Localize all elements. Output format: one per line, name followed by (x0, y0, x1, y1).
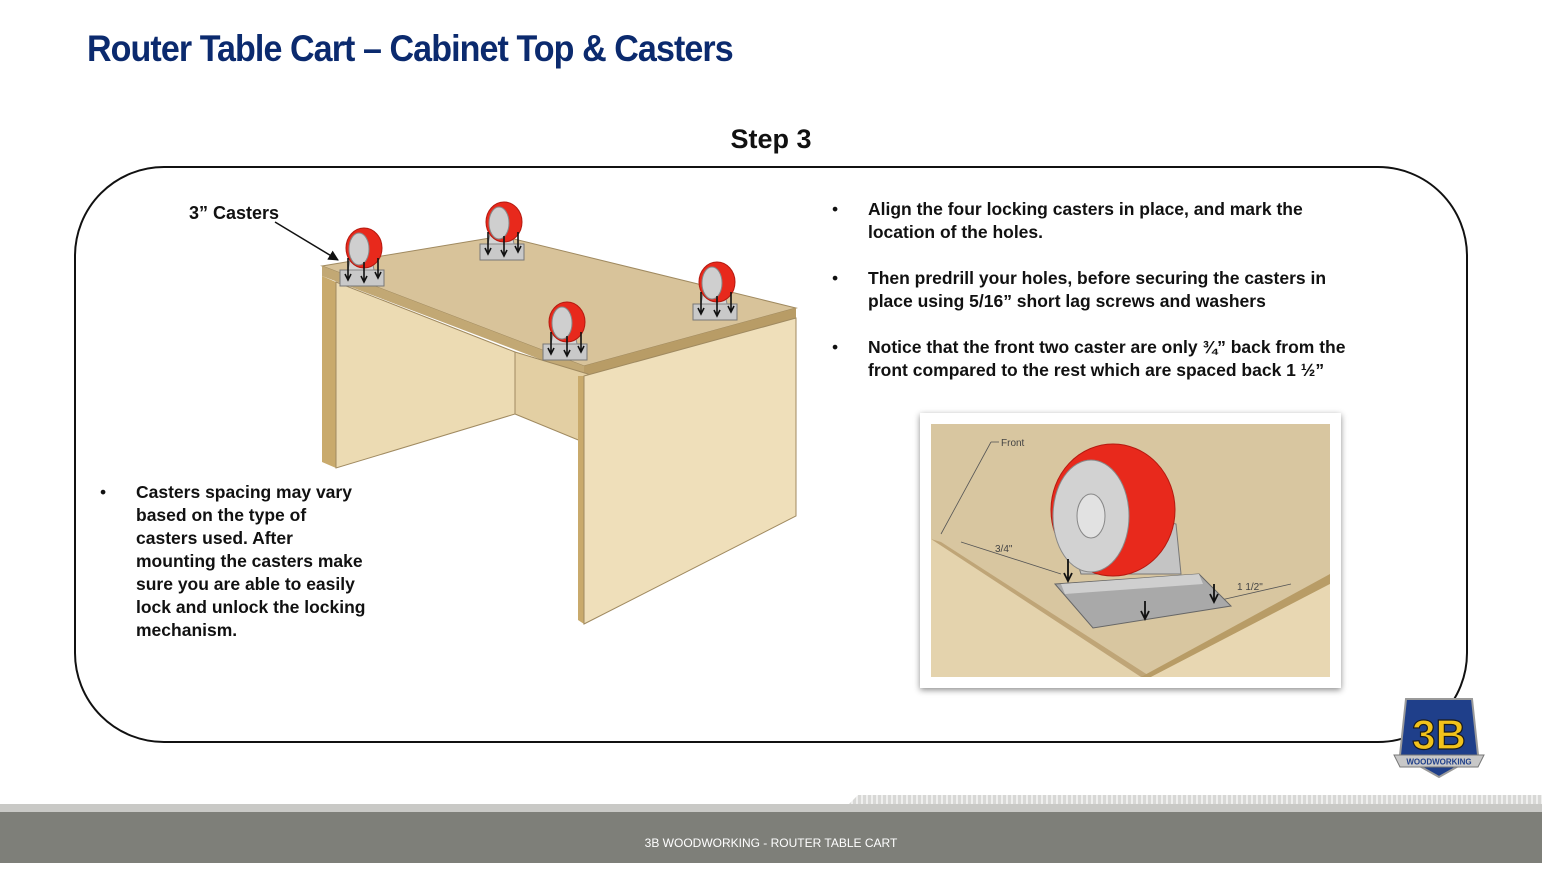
caster-detail-image: Front 3/4" 1 1/2" (920, 413, 1341, 688)
instruction-item: Notice that the front two caster are onl… (832, 336, 1372, 382)
front-dimension-label: Front (1001, 438, 1025, 449)
instructions-list: Align the four locking casters in place,… (832, 198, 1372, 405)
casters-callout-label: 3” Casters (189, 203, 280, 223)
footer-strip (0, 804, 1542, 812)
three-quarter-dimension-label: 3/4" (995, 544, 1013, 555)
instruction-item: Align the four locking casters in place,… (832, 198, 1372, 244)
svg-text:WOODWORKING: WOODWORKING (1406, 758, 1471, 767)
footer-decoration (848, 795, 1542, 805)
svg-text:3B: 3B (1412, 711, 1466, 758)
slide-footer: 3B WOODWORKING - ROUTER TABLE CART (0, 812, 1542, 863)
instruction-item: Then predrill your holes, before securin… (832, 267, 1372, 313)
one-half-dimension-label: 1 1/2" (1237, 582, 1263, 593)
casters-callout-arrow (274, 221, 339, 261)
3b-woodworking-logo: 3B WOODWORKING (1393, 698, 1485, 779)
content-frame (74, 166, 1468, 743)
note-item: Casters spacing may vary based on the ty… (100, 481, 370, 642)
cart-illustration (274, 201, 798, 625)
note-list: Casters spacing may vary based on the ty… (100, 481, 370, 642)
step-heading: Step 3 (730, 124, 812, 154)
slide-title: Router Table Cart – Cabinet Top & Caster… (87, 28, 734, 69)
